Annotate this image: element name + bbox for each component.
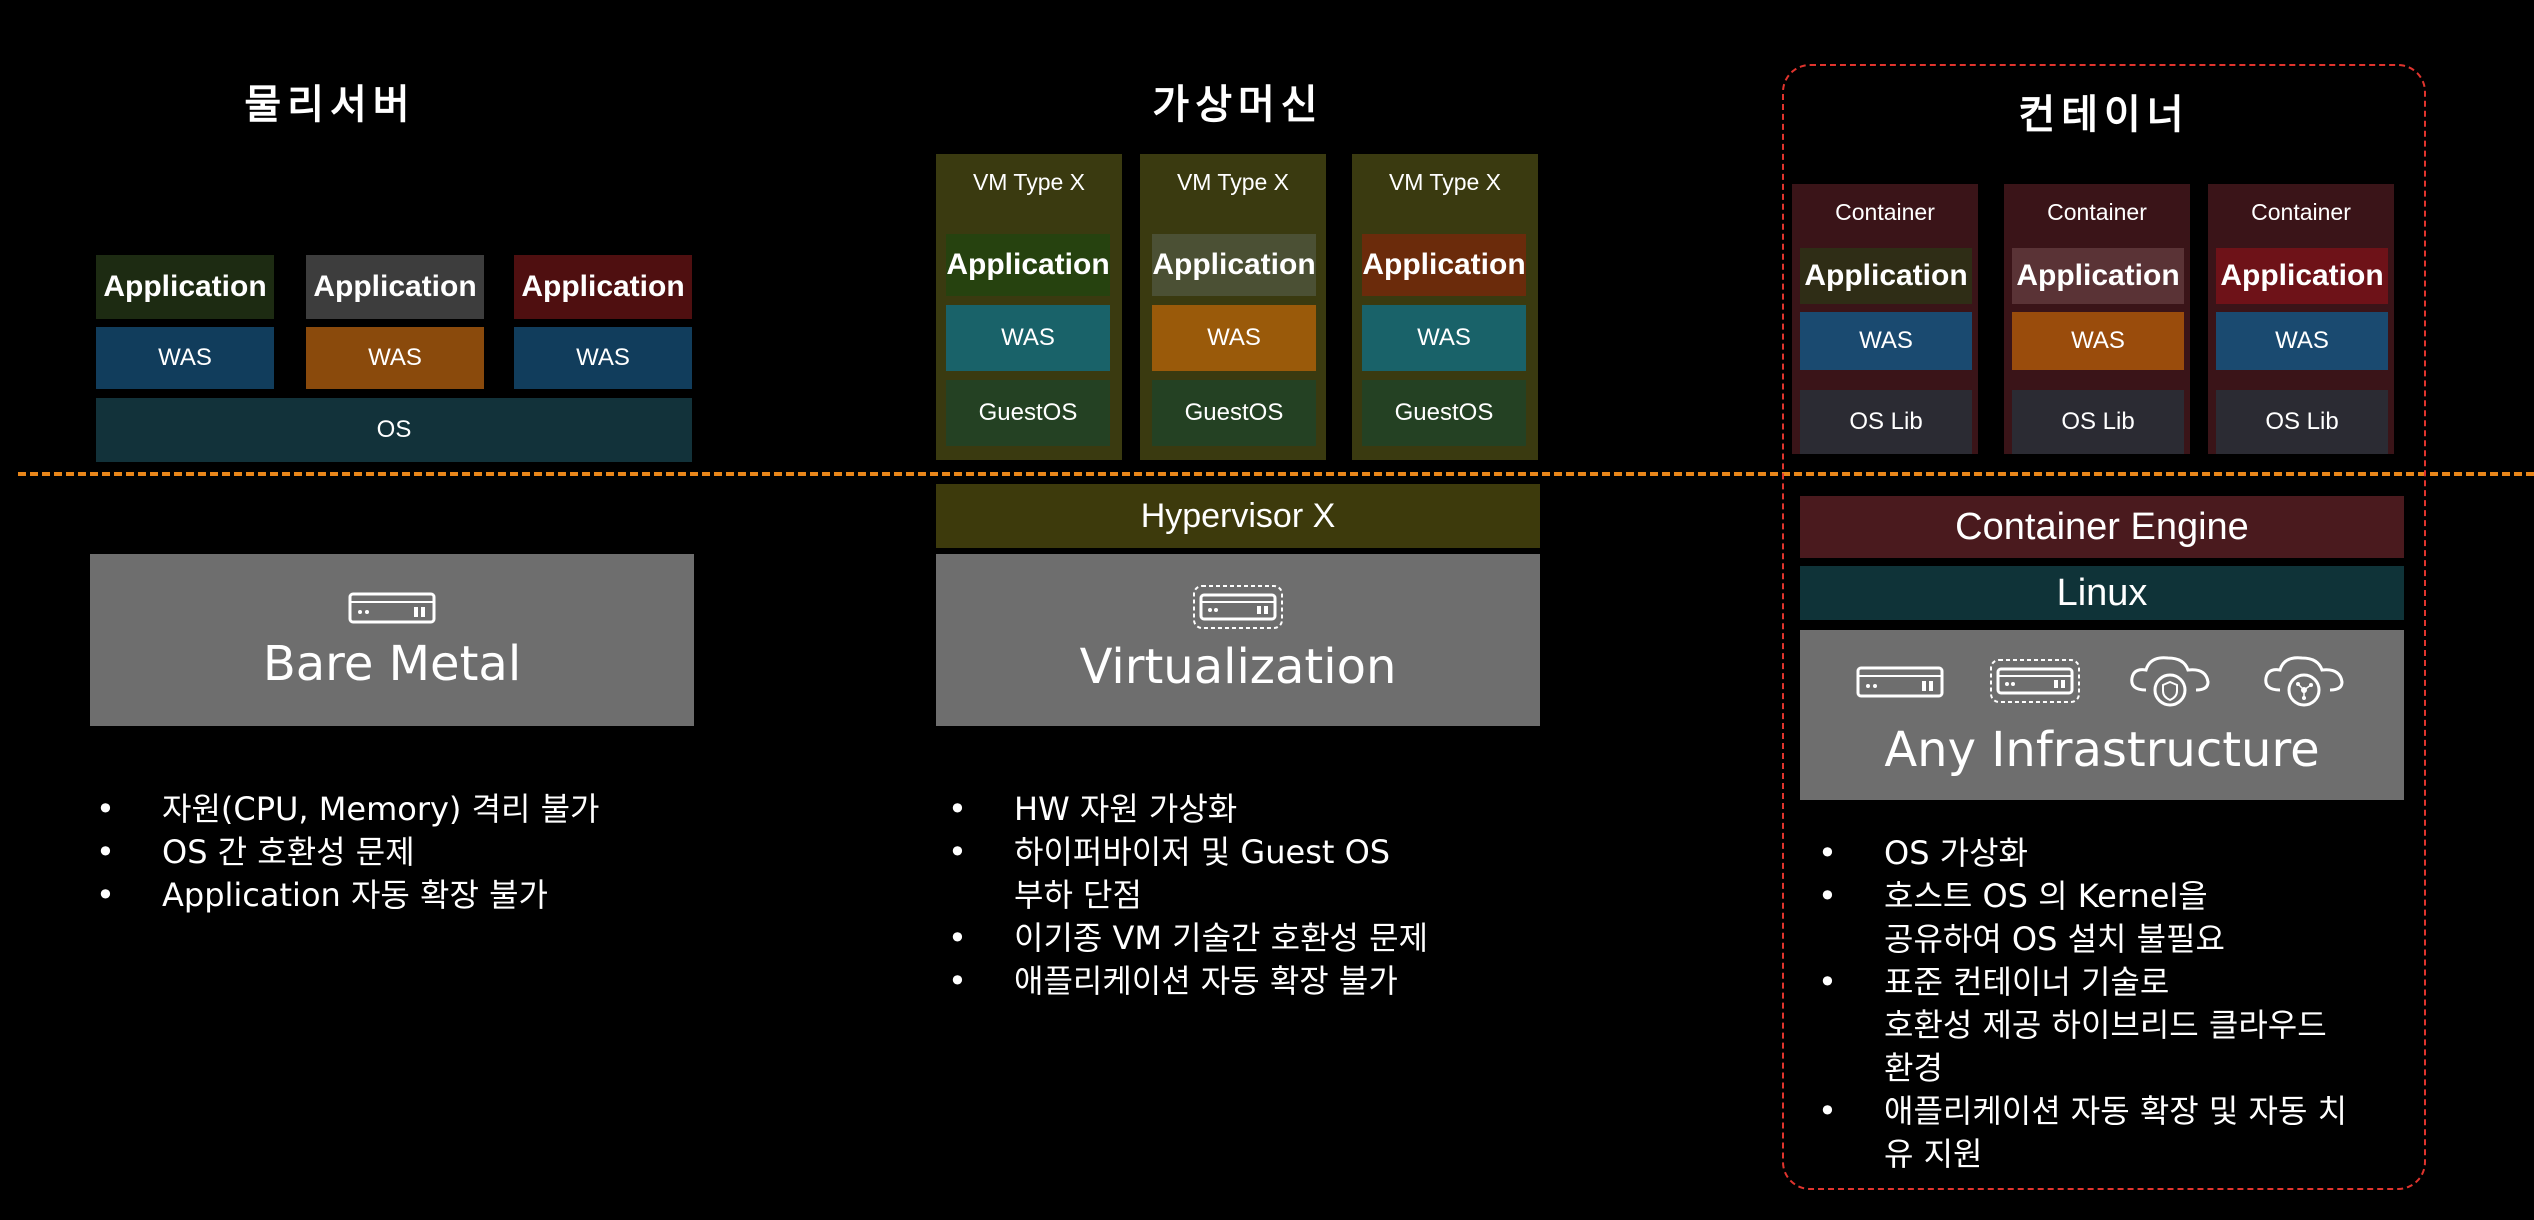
- physical-server-title: 물리서버: [244, 82, 416, 128]
- container-engine-layer: Container Engine: [1800, 496, 2404, 558]
- vm-app-3: Application: [1362, 234, 1526, 296]
- physical-bullets: 자원(CPU, Memory) 격리 불가 OS 간 호환성 문제 Applic…: [96, 788, 696, 917]
- server-icon: [348, 588, 436, 630]
- physical-app-3: Application: [514, 255, 692, 319]
- physical-was-1: WAS: [96, 327, 274, 389]
- list-item: 애플리케이션 자동 확장 불가: [948, 960, 1568, 1003]
- physical-app-2: Application: [306, 255, 484, 319]
- vm-header-1: VM Type X: [972, 168, 1086, 195]
- list-item: OS 가상화: [1818, 832, 2418, 875]
- physical-os-layer: OS: [96, 398, 692, 462]
- container-was-2: WAS: [2012, 312, 2184, 370]
- vm-app-1: Application: [946, 234, 1110, 296]
- bare-metal-label: Bare Metal: [262, 636, 522, 692]
- vm-app-2: Application: [1152, 234, 1316, 296]
- vm-was-3: WAS: [1362, 305, 1526, 371]
- virtual-machine-title: 가상머신: [1152, 82, 1324, 128]
- container-app-3: Application: [2216, 248, 2388, 304]
- any-infrastructure-label: Any Infrastructure: [1884, 722, 2320, 778]
- list-item: Application 자동 확장 불가: [96, 874, 696, 917]
- bare-metal-layer: Bare Metal: [90, 554, 694, 726]
- container-oslib-1: OS Lib: [1800, 390, 1972, 454]
- container-header-1: Container: [1835, 198, 1935, 225]
- container-header-3: Container: [2251, 198, 2351, 225]
- container-app-2: Application: [2012, 248, 2184, 304]
- linux-layer: Linux: [1800, 566, 2404, 620]
- list-item: 하이퍼바이저 및 Guest OS 부하 단점: [948, 831, 1568, 917]
- container-oslib-3: OS Lib: [2216, 390, 2388, 454]
- container-was-3: WAS: [2216, 312, 2388, 370]
- vm-header-3: VM Type X: [1388, 168, 1502, 195]
- vm-guestos-3: GuestOS: [1362, 380, 1526, 446]
- container-was-1: WAS: [1800, 312, 1972, 370]
- vm-guestos-2: GuestOS: [1152, 380, 1316, 446]
- container-highlight-outline: [1782, 64, 2426, 1190]
- hypervisor-layer: Hypervisor X: [936, 484, 1540, 548]
- container-header-2: Container: [2047, 198, 2147, 225]
- server-icon: [1856, 662, 1944, 704]
- list-item: OS 간 호환성 문제: [96, 831, 696, 874]
- layer-divider-line: [18, 472, 2534, 476]
- vm-header-2: VM Type X: [1176, 168, 1290, 195]
- vm-was-1: WAS: [946, 305, 1110, 371]
- virtual-server-icon: [1990, 659, 2080, 707]
- container-bullets: OS 가상화 호스트 OS 의 Kernel을 공유하여 OS 설치 불필요 표…: [1818, 832, 2418, 1176]
- vm-bullets: HW 자원 가상화 하이퍼바이저 및 Guest OS 부하 단점 이기종 VM…: [948, 788, 1568, 1003]
- virtualization-label: Virtualization: [1079, 639, 1397, 695]
- virtualization-layer: Virtualization: [936, 554, 1540, 726]
- physical-app-1: Application: [96, 255, 274, 319]
- vm-guestos-1: GuestOS: [946, 380, 1110, 446]
- list-item: 표준 컨테이너 기술로 호환성 제공 하이브리드 클라우드 환경: [1818, 961, 2418, 1090]
- list-item: 호스트 OS 의 Kernel을 공유하여 OS 설치 불필요: [1818, 875, 2418, 961]
- container-title: 컨테이너: [2018, 92, 2190, 138]
- virtual-server-icon: [1193, 585, 1283, 633]
- cloud-network-icon: [2260, 652, 2348, 714]
- container-app-1: Application: [1800, 248, 1972, 304]
- list-item: 애플리케이션 자동 확장 및 자동 치 유 지원: [1818, 1090, 2418, 1176]
- any-infrastructure-layer: Any Infrastructure: [1800, 630, 2404, 800]
- cloud-security-icon: [2126, 652, 2214, 714]
- list-item: 이기종 VM 기술간 호환성 문제: [948, 917, 1568, 960]
- list-item: 자원(CPU, Memory) 격리 불가: [96, 788, 696, 831]
- list-item: HW 자원 가상화: [948, 788, 1568, 831]
- vm-was-2: WAS: [1152, 305, 1316, 371]
- physical-was-3: WAS: [514, 327, 692, 389]
- container-oslib-2: OS Lib: [2012, 390, 2184, 454]
- physical-was-2: WAS: [306, 327, 484, 389]
